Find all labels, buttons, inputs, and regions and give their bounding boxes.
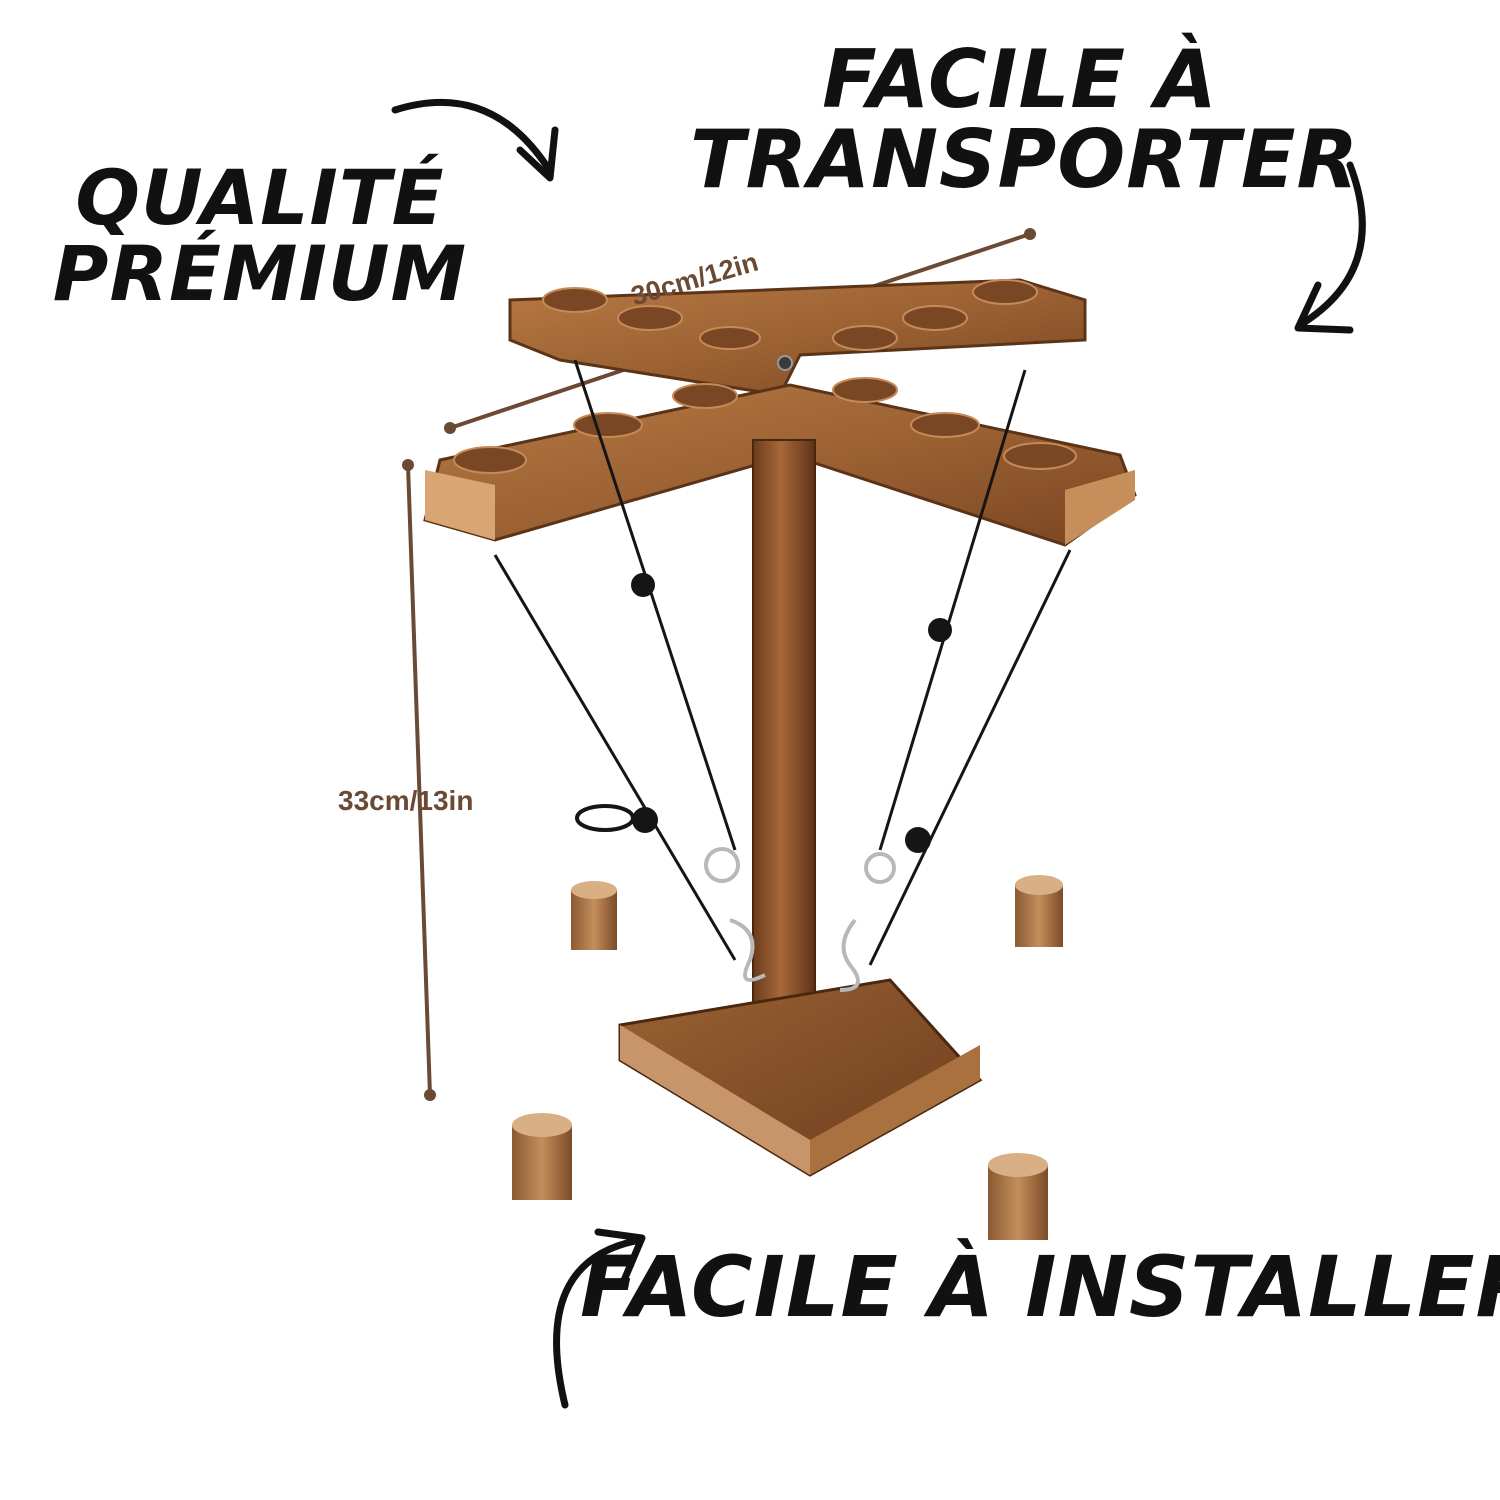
- arrow-head-transport: [1294, 281, 1354, 334]
- callout-quality: QUALITÉ PRÉMIUM: [40, 160, 480, 312]
- callout-quality-line-1: QUALITÉ: [75, 153, 445, 242]
- wooden-pegs: [512, 875, 1063, 1240]
- strings: [493, 359, 1072, 966]
- callout-transport-line-2: TRANSPORTER: [690, 113, 1360, 206]
- arrow-head-top: [516, 126, 559, 182]
- rings-and-hooks: [704, 847, 896, 992]
- arrow-to-top-icon: [391, 98, 552, 172]
- callout-transport: FACILE À TRANSPORTER: [690, 33, 1360, 206]
- height-dimension-line: [406, 464, 432, 1096]
- callout-quality-line-2: PRÉMIUM: [52, 229, 468, 318]
- callout-transport-line-1: FACILE À: [822, 33, 1218, 126]
- arrow-from-transport-icon: [1296, 161, 1366, 329]
- arrow-to-base-icon: [553, 1236, 644, 1409]
- height-dimension-label: 33cm/13in: [338, 785, 474, 816]
- arrow-head-base: [594, 1228, 646, 1289]
- center-pole: [752, 439, 816, 1041]
- stoppers: [575, 573, 952, 853]
- callout-install: FACILE À INSTALLER: [580, 1238, 1500, 1336]
